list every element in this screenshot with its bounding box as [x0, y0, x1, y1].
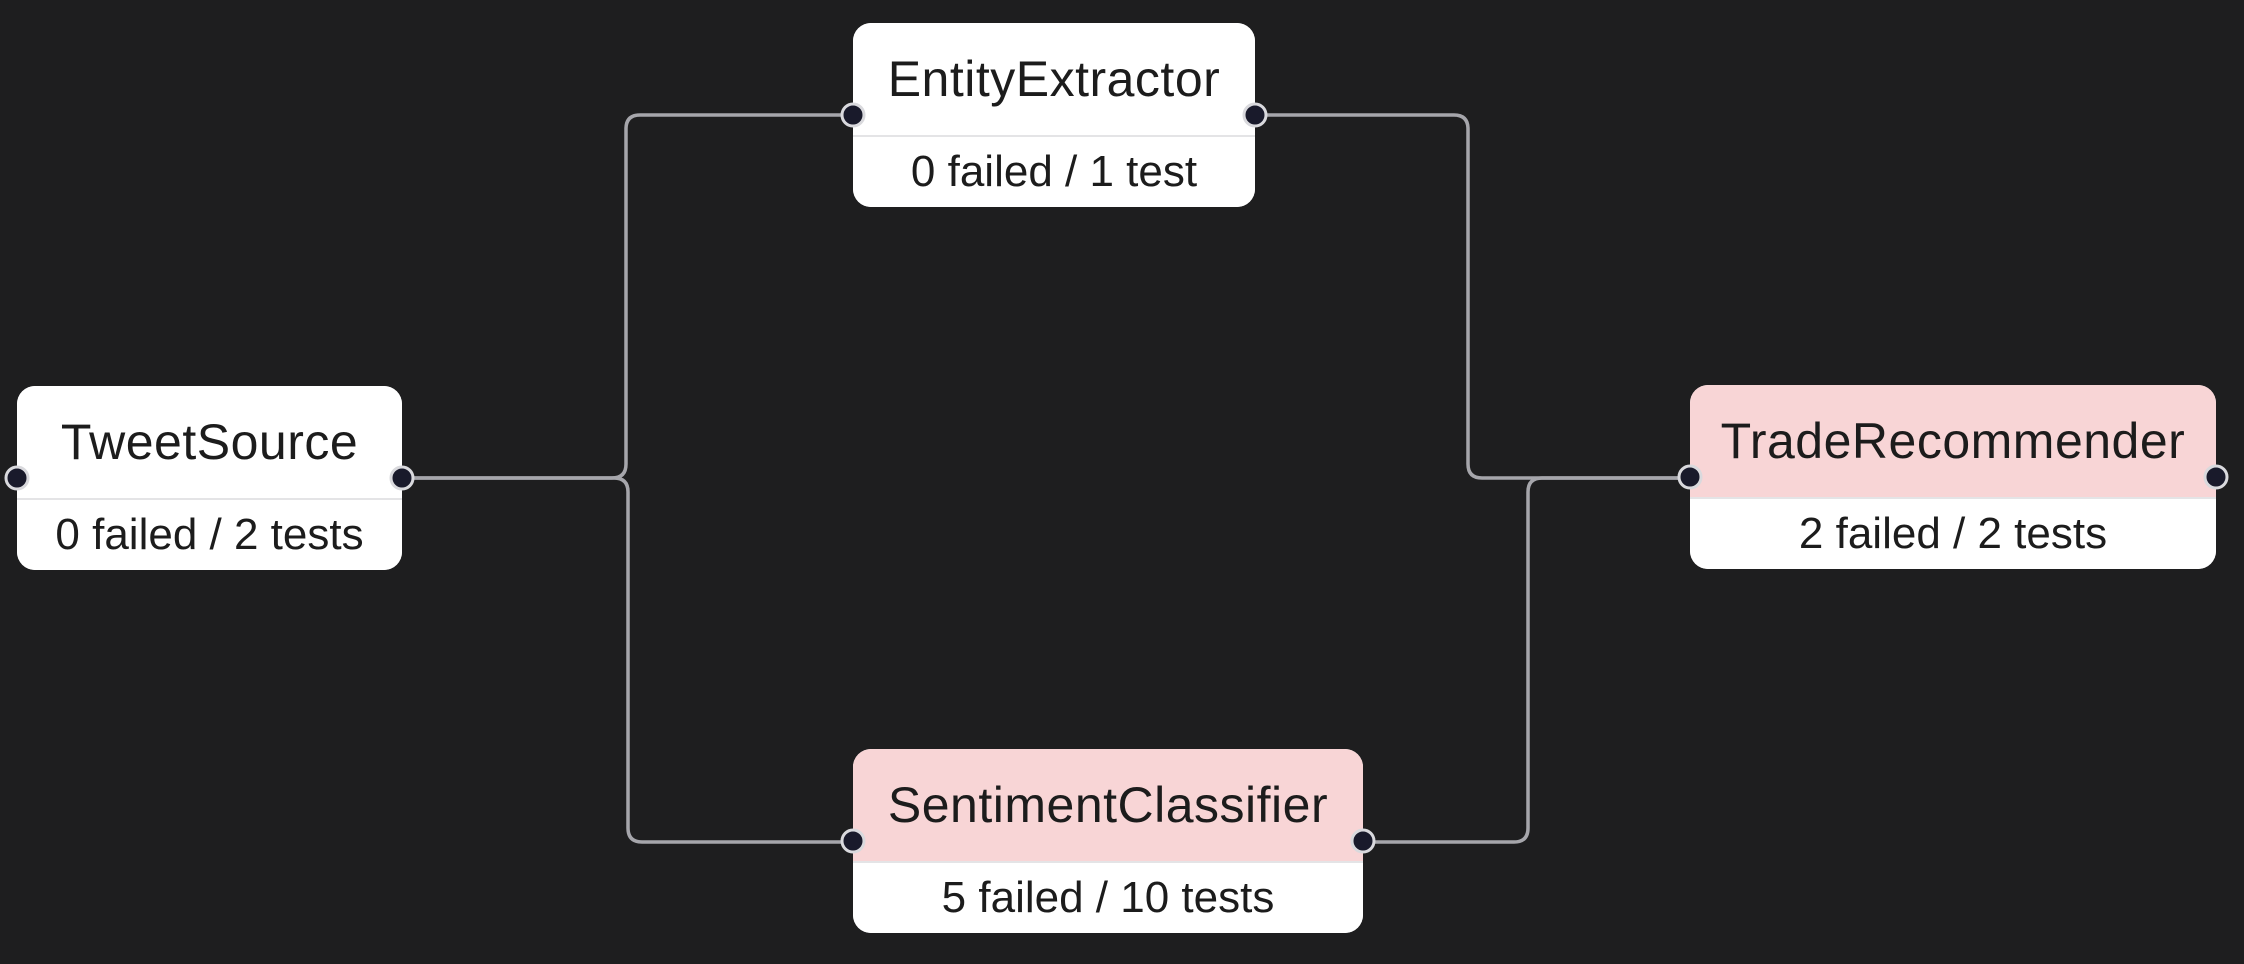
source-handle[interactable]	[1350, 828, 1376, 854]
edge-tweetsource-entityextractor[interactable]	[403, 113, 853, 480]
node-title: SentimentClassifier	[887, 777, 1329, 833]
target-handle[interactable]	[1677, 464, 1703, 490]
target-handle[interactable]	[840, 102, 866, 128]
target-handle[interactable]	[840, 828, 866, 854]
node-title: TradeRecommender	[1720, 413, 2186, 469]
node-tweetsource[interactable]: TweetSource 0 failed / 2 tests	[4, 386, 415, 570]
node-traderecommender-stats: 2 failed / 2 tests	[1690, 497, 2216, 569]
node-stats: 2 failed / 2 tests	[1798, 509, 2108, 558]
node-tweetsource-header: TweetSource	[17, 386, 402, 498]
edge-entityextractor-traderecommender[interactable]	[1255, 113, 1690, 480]
node-traderecommender[interactable]: TradeRecommender 2 failed / 2 tests	[1677, 385, 2229, 569]
node-entityextractor-stats: 0 failed / 1 test	[853, 135, 1255, 207]
node-stats: 0 failed / 1 test	[910, 147, 1198, 196]
node-sentimentclassifier-stats: 5 failed / 10 tests	[853, 861, 1363, 933]
node-title: EntityExtractor	[887, 51, 1221, 107]
node-traderecommender-header: TradeRecommender	[1690, 385, 2216, 497]
source-handle[interactable]	[1242, 102, 1268, 128]
node-sentimentclassifier[interactable]: SentimentClassifier 5 failed / 10 tests	[840, 749, 1376, 933]
source-handle[interactable]	[389, 465, 415, 491]
source-handle[interactable]	[2203, 464, 2229, 490]
node-entityextractor-header: EntityExtractor	[853, 23, 1255, 135]
node-sentimentclassifier-header: SentimentClassifier	[853, 749, 1363, 861]
node-entityextractor[interactable]: EntityExtractor 0 failed / 1 test	[840, 23, 1268, 207]
node-title: TweetSource	[60, 414, 359, 470]
target-handle[interactable]	[4, 465, 30, 491]
node-stats: 0 failed / 2 tests	[55, 510, 364, 559]
edge-sentimentclassifier-traderecommender[interactable]	[1363, 476, 1690, 844]
node-tweetsource-stats: 0 failed / 2 tests	[17, 498, 402, 570]
node-stats: 5 failed / 10 tests	[941, 873, 1275, 922]
edge-tweetsource-sentimentclassifier[interactable]	[403, 476, 853, 844]
